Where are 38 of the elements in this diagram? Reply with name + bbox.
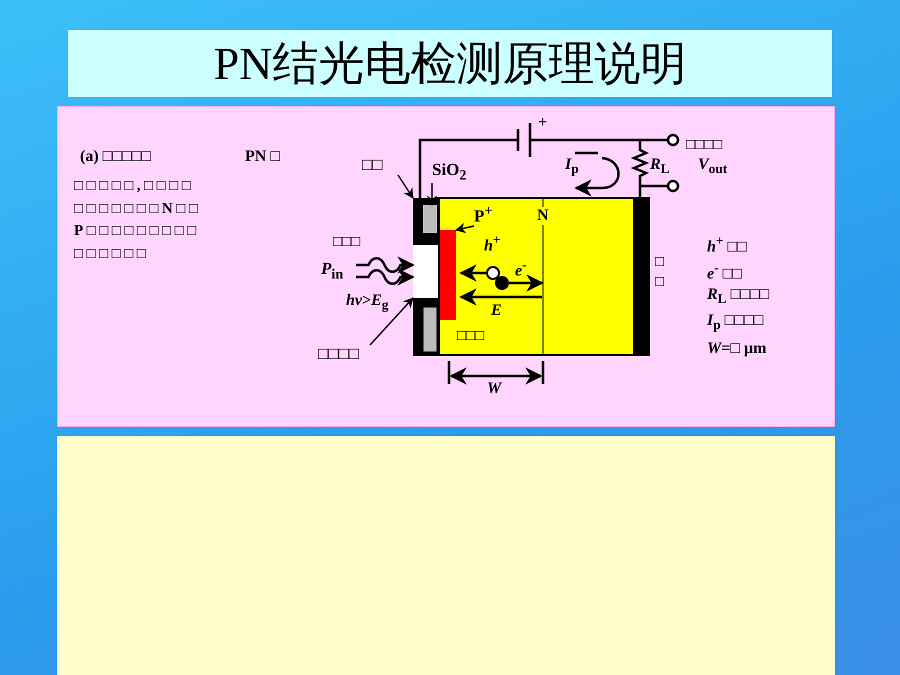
field-label: E bbox=[491, 302, 502, 320]
callout-text: □□□□ bbox=[318, 345, 370, 364]
hole-label: h$^{+}$ bbox=[484, 232, 501, 256]
legend-text: I$_{p}$ □□□□ bbox=[707, 312, 764, 332]
region-label: □□□ bbox=[457, 328, 484, 346]
legend-text: W=□ μm bbox=[707, 340, 766, 358]
legend-text: e$^{-}$ □□ bbox=[707, 260, 742, 284]
legend-text: R$_{L}$ □□□□ bbox=[707, 286, 770, 306]
dimension-label: W bbox=[487, 380, 502, 398]
diagram-heading: PN □ bbox=[245, 148, 280, 166]
legend-text: h$^{+}$ □□ bbox=[707, 233, 747, 257]
title: PN结光电检测原理说明 bbox=[214, 36, 686, 90]
electrode-label: □□ bbox=[655, 253, 666, 292]
polarity-mark: + bbox=[538, 114, 548, 132]
output-label: □□□□ bbox=[686, 137, 722, 154]
callout-text: SiO$_{2}$ bbox=[432, 161, 476, 184]
region-label: N bbox=[537, 207, 549, 226]
callout-text: P$^{+}$ bbox=[474, 204, 502, 226]
leader-line bbox=[369, 297, 414, 346]
leader-line bbox=[454, 222, 474, 234]
output-voltage-label: V$_{out}$ bbox=[698, 156, 728, 176]
light-arrow bbox=[356, 256, 415, 274]
electron-label: e$^{-}$ bbox=[515, 257, 527, 281]
light-window bbox=[413, 245, 440, 298]
description-text: □□□□□,□□□□□□□□□□□N□□P□□□□□□□□□□□□□□□ bbox=[74, 177, 202, 264]
current-label: I$_{p}$ bbox=[565, 156, 579, 176]
photon-energy-label: hv>E$_{g}$ bbox=[346, 292, 388, 312]
light-label: □□□ bbox=[333, 234, 360, 252]
callout-text: □□ bbox=[362, 156, 398, 175]
callout-text: P$_{in}$ bbox=[321, 260, 353, 283]
leader-line bbox=[397, 174, 414, 199]
figure-label: (a) □□□□□ bbox=[80, 148, 151, 166]
light-arrow bbox=[356, 268, 415, 286]
p-plus-region bbox=[440, 230, 456, 320]
electrode bbox=[413, 198, 440, 245]
leader-line bbox=[426, 183, 438, 206]
resistor-label: R$_{L}$ bbox=[650, 156, 670, 176]
oxide-layer bbox=[423, 205, 437, 233]
